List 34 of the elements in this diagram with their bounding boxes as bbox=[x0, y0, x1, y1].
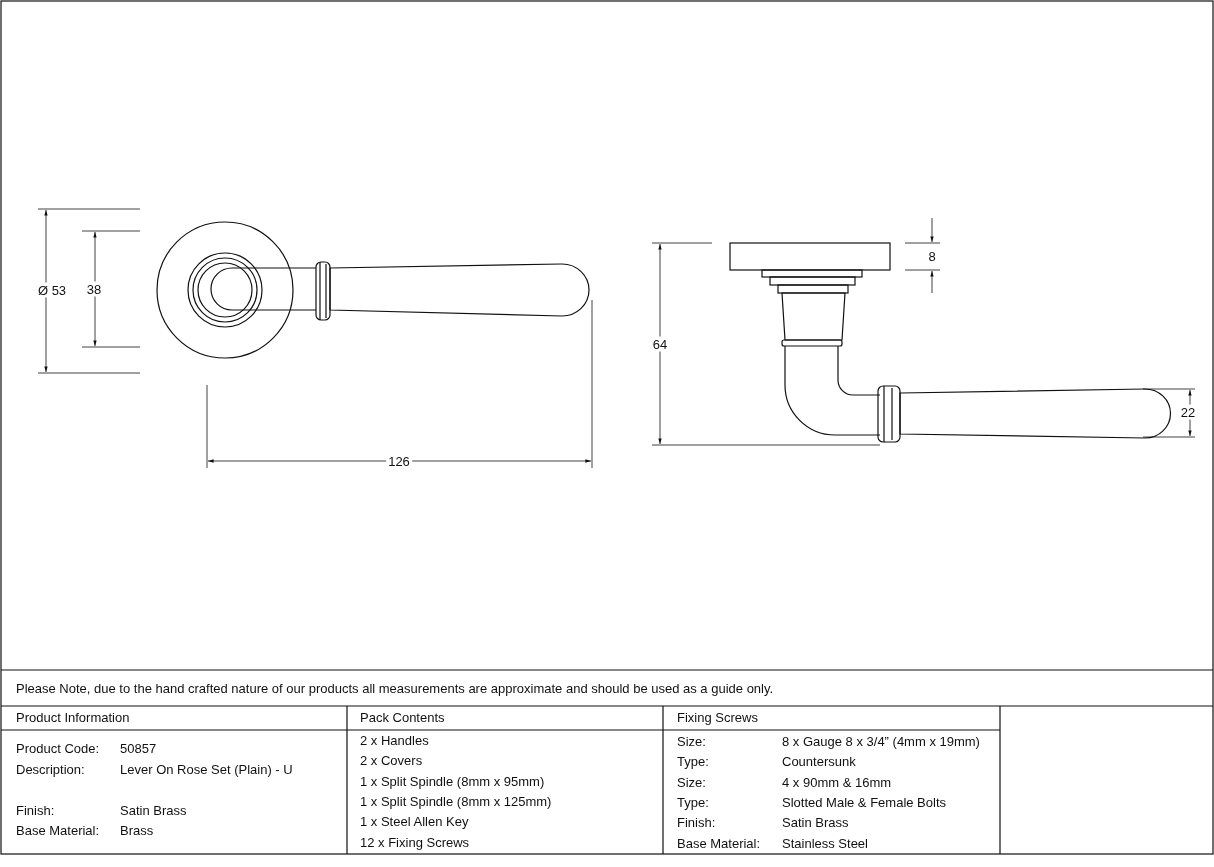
list-item: 1 x Split Spindle (8mm x 95mm) bbox=[360, 773, 545, 791]
field-label: Type: bbox=[677, 794, 709, 812]
field-value: Satin Brass bbox=[782, 814, 849, 832]
field-value: Brass bbox=[120, 822, 154, 840]
note-text: Please Note, due to the hand crafted nature of our products all measurements are approximate and should be used as a guide only. bbox=[16, 680, 774, 698]
list-item: 2 x Handles bbox=[360, 732, 429, 750]
field-value: Satin Brass bbox=[120, 802, 187, 820]
dimension-value: 38 bbox=[84, 281, 104, 297]
field-label: Type: bbox=[677, 753, 709, 771]
table-header: Product Information bbox=[16, 709, 130, 727]
field-label: Base Material: bbox=[16, 822, 100, 840]
list-item: 12 x Fixing Screws bbox=[360, 834, 470, 852]
field-value: Countersunk bbox=[782, 753, 856, 771]
table-header: Pack Contents bbox=[360, 709, 445, 727]
field-value: 8 x Gauge 8 x 3/4” (4mm x 19mm) bbox=[782, 733, 980, 751]
field-label: Size: bbox=[677, 774, 706, 792]
field-label: Product Code: bbox=[16, 740, 100, 758]
field-label: Size: bbox=[677, 733, 706, 751]
list-item: 2 x Covers bbox=[360, 752, 423, 770]
dimension-value: 22 bbox=[1178, 404, 1198, 420]
field-label: Finish: bbox=[677, 814, 716, 832]
field-value: Stainless Steel bbox=[782, 835, 868, 853]
dimension-value: Ø 53 bbox=[35, 282, 69, 298]
dimension-value: 64 bbox=[650, 336, 670, 352]
field-value: Lever On Rose Set (Plain) - U bbox=[120, 761, 294, 779]
field-label: Finish: bbox=[16, 802, 55, 820]
field-label: Base Material: bbox=[677, 835, 761, 853]
list-item: 1 x Steel Allen Key bbox=[360, 813, 469, 831]
field-label: Description: bbox=[16, 761, 85, 779]
list-item: 1 x Split Spindle (8mm x 125mm) bbox=[360, 793, 552, 811]
field-value: Slotted Male & Female Bolts bbox=[782, 794, 947, 812]
field-value: 50857 bbox=[120, 740, 157, 758]
field-value: 4 x 90mm & 16mm bbox=[782, 774, 892, 792]
table-header: Fixing Screws bbox=[677, 709, 758, 727]
